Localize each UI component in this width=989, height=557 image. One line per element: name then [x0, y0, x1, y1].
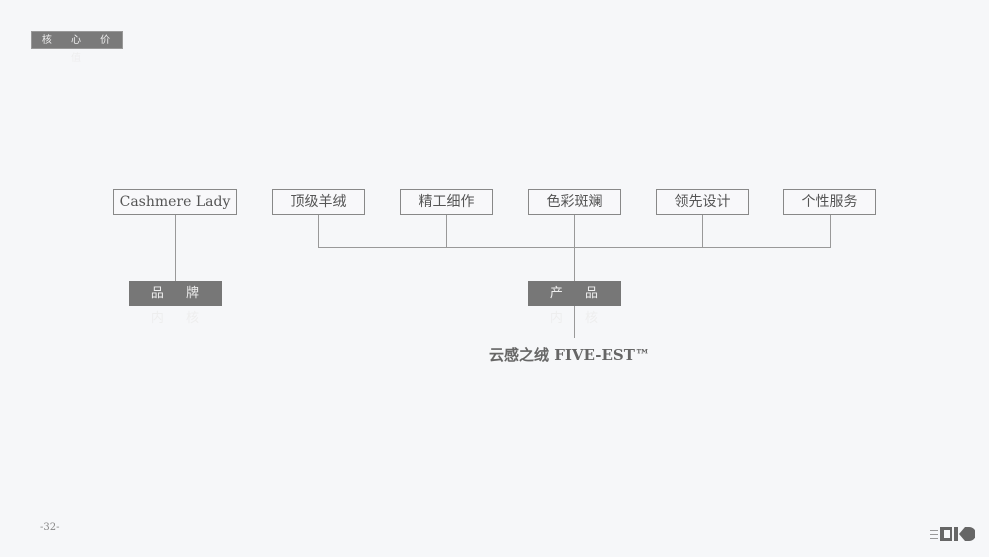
connector — [446, 215, 447, 248]
brand-name-box: Cashmere Lady — [113, 189, 237, 215]
product-item: 个性服务 — [783, 189, 876, 215]
connector — [574, 306, 575, 338]
slogan: 云感之绒 FIVE-EST™ — [489, 346, 650, 364]
product-item: 精工细作 — [400, 189, 493, 215]
brand-core-box: 品 牌 内 核 — [129, 281, 222, 326]
connector — [318, 215, 319, 248]
connector — [702, 215, 703, 248]
product-item: 顶级羊绒 — [272, 189, 365, 215]
connector — [175, 215, 176, 281]
brand-logo-icon — [930, 527, 975, 541]
connector — [830, 215, 831, 248]
product-item: 色彩斑斓 — [528, 189, 621, 215]
section-tag: 核 心 价 值 — [31, 31, 123, 64]
connector — [574, 215, 575, 281]
page-number: -32- — [40, 522, 60, 533]
product-core-box: 产 品 内 核 — [528, 281, 621, 326]
product-item: 领先设计 — [656, 189, 749, 215]
connector — [318, 247, 831, 248]
